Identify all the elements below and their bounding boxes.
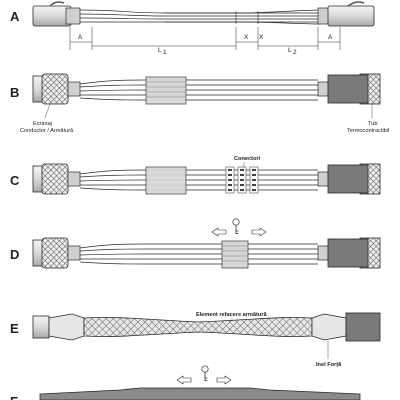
dim-x-left: X xyxy=(244,34,249,41)
sleeve-lines xyxy=(222,245,248,262)
svg-text:1: 1 xyxy=(163,49,167,56)
label-conectori: Conectori xyxy=(234,156,261,162)
label-tub: Tub xyxy=(368,121,377,127)
left-conductor-band xyxy=(67,171,81,187)
arrow-left-icon xyxy=(176,375,192,385)
key-icon xyxy=(232,218,240,234)
dim-a-right: A xyxy=(328,34,333,41)
right-conductor-band xyxy=(317,245,329,261)
leader-line-left xyxy=(44,103,51,119)
left-screen-knurl xyxy=(41,73,69,105)
step-c: C Conectori xyxy=(10,156,381,195)
step-a: A xyxy=(10,1,375,56)
right-force-ring xyxy=(311,313,347,341)
right-heat-shrink-tube xyxy=(345,312,381,342)
dim-l1: L 1 xyxy=(158,47,167,56)
left-conductor-band xyxy=(67,245,81,261)
step-letter-c: C xyxy=(10,173,20,188)
left-cable-jacket xyxy=(32,239,44,267)
arrow-right-icon xyxy=(251,227,267,237)
right-heat-shrink-tube xyxy=(327,164,369,194)
left-cable-jacket xyxy=(32,165,44,193)
dimension-lines xyxy=(69,27,341,50)
left-conductor-band xyxy=(67,81,81,97)
left-cable-jacket xyxy=(32,315,50,339)
arrow-left-icon xyxy=(211,227,227,237)
right-cable-ear xyxy=(347,1,365,7)
left-screen-knurl xyxy=(41,163,69,195)
svg-text:L: L xyxy=(158,47,162,54)
dim-a-left: A xyxy=(78,34,83,41)
left-cable-jacket xyxy=(32,75,44,103)
left-cable-jacket xyxy=(32,5,72,27)
left-screen-knurl xyxy=(41,237,69,269)
right-heat-shrink-tube xyxy=(327,238,369,268)
key-icon xyxy=(201,365,209,381)
label-element-refacere: Element refacere armătură xyxy=(196,312,267,318)
heat-shrink-sleeves xyxy=(221,240,249,269)
armor-rebuild-braid xyxy=(83,317,313,337)
heat-shrink-sleeves xyxy=(145,166,187,195)
left-force-ring xyxy=(48,313,85,341)
step-d: D xyxy=(10,218,381,269)
step-letter-a: A xyxy=(10,9,20,24)
step-b: B Ecranaj Conductor / Armătură Tub Termo… xyxy=(10,73,389,134)
step-letter-f: F xyxy=(10,394,18,400)
heat-shrink-sleeves xyxy=(145,76,187,105)
outer-heat-shrink-sleeve xyxy=(39,387,361,400)
right-cable-jacket xyxy=(327,5,375,27)
step-letter-b: B xyxy=(10,85,19,100)
label-ecranaj: Ecranaj xyxy=(33,121,52,127)
label-termocontractibil: Termocontractibil xyxy=(347,128,389,134)
sleeve-lines xyxy=(146,81,186,98)
right-heat-shrink-tube xyxy=(327,74,369,104)
step-b-wires xyxy=(79,79,318,101)
svg-text:2: 2 xyxy=(293,49,297,56)
label-inel-forta: Inel Forță xyxy=(316,362,342,368)
step-letter-d: D xyxy=(10,247,19,262)
step-c-wires xyxy=(79,169,318,191)
step-e: E Element refacere armătură Inel Forță xyxy=(10,312,381,368)
connector-dots xyxy=(228,169,256,191)
svg-text:L: L xyxy=(288,47,292,54)
step-f: F xyxy=(10,365,361,400)
step-a-wire-gaps xyxy=(235,11,259,24)
left-screen-band xyxy=(65,7,81,25)
dim-l2: L 2 xyxy=(288,47,297,56)
arrow-right-icon xyxy=(216,375,232,385)
step-a-wires xyxy=(79,9,321,25)
left-cable-ear xyxy=(49,1,65,7)
step-letter-e: E xyxy=(10,321,19,336)
right-conductor-band xyxy=(317,81,329,97)
step-d-wires xyxy=(79,243,318,265)
right-conductor-band xyxy=(317,171,329,187)
label-conductor-armatura: Conductor / Armătură xyxy=(20,128,74,134)
dim-x-right: X xyxy=(259,34,264,41)
